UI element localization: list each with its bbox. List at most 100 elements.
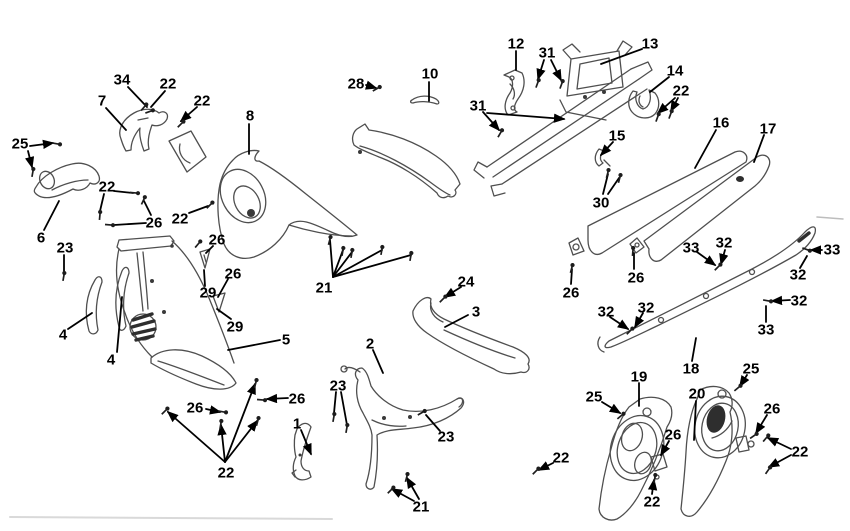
screw-icon <box>129 191 141 196</box>
part-19-sketch <box>598 396 673 521</box>
part-label-22: 22 <box>644 493 661 510</box>
part-4-sketch <box>85 276 103 335</box>
leader-line <box>486 112 566 123</box>
part-label-32: 32 <box>638 299 655 316</box>
screw-icon <box>532 466 541 475</box>
leader-line <box>333 391 337 414</box>
part-label-20: 20 <box>689 385 706 402</box>
screw-icon <box>372 84 382 92</box>
part-label-26: 26 <box>665 426 682 443</box>
part-label-25: 25 <box>743 360 760 377</box>
part-label-32: 32 <box>716 234 733 251</box>
leader-line <box>390 488 415 502</box>
screw-icon <box>439 294 448 303</box>
leader-line <box>599 141 614 157</box>
part-label-26: 26 <box>563 284 580 301</box>
part-label-21: 21 <box>316 279 333 296</box>
part-12-sketch <box>503 69 525 116</box>
leader-line <box>693 400 697 441</box>
part-label-28: 28 <box>348 75 365 92</box>
screw-icon <box>733 383 743 392</box>
part-16-sketch <box>568 150 748 256</box>
leader-line <box>536 59 546 81</box>
part-label-16: 16 <box>713 114 730 131</box>
leader-line <box>143 200 152 216</box>
leader-line <box>127 86 148 108</box>
screw-icon <box>341 245 346 257</box>
plate-sketch <box>168 130 207 173</box>
screw-icon <box>417 408 427 416</box>
screw-icon <box>617 172 623 184</box>
leader-line <box>634 312 645 329</box>
part-sketches <box>9 40 844 521</box>
leader-line <box>406 476 420 500</box>
part-5-sketch <box>115 235 237 390</box>
screw-icon <box>327 234 333 246</box>
part-15-sketch <box>594 148 611 167</box>
screw-icon <box>409 250 414 262</box>
screw-icon <box>217 410 229 415</box>
part-label-19: 19 <box>631 368 648 385</box>
leader-line <box>766 437 792 450</box>
part-label-14: 14 <box>667 62 684 79</box>
leader-line <box>670 97 680 113</box>
leader-line <box>425 414 441 432</box>
leader-line <box>372 349 384 374</box>
part-label-17: 17 <box>760 120 777 137</box>
part-label-22: 22 <box>673 82 690 99</box>
screw-icon <box>668 109 674 119</box>
screw-icon <box>104 223 116 228</box>
leader-line <box>150 90 166 108</box>
leader-line <box>660 440 671 457</box>
leader-line <box>224 419 258 463</box>
part-label-29: 29 <box>200 284 217 301</box>
leader-line <box>444 314 469 328</box>
part-label-21: 21 <box>413 498 430 515</box>
screw-icon <box>255 415 261 427</box>
leader-line <box>753 134 765 163</box>
leader-line <box>166 410 226 463</box>
leader-line <box>300 429 312 456</box>
part-label-8: 8 <box>246 107 254 124</box>
screw-icon <box>256 398 268 403</box>
leader-line <box>694 129 717 169</box>
leader-line <box>216 308 232 320</box>
part-label-33: 33 <box>758 321 775 338</box>
screw-icon <box>535 78 541 88</box>
leader-line <box>607 177 620 195</box>
part-label-22: 22 <box>160 75 177 92</box>
part-label-22: 22 <box>194 92 211 109</box>
part-label-31: 31 <box>470 97 487 114</box>
part-label-7: 7 <box>98 92 106 109</box>
screw-icon <box>177 119 186 128</box>
part-9-sketch <box>351 123 461 199</box>
leader-line <box>179 106 198 123</box>
screw-icon <box>497 128 505 138</box>
screw-icon <box>762 433 771 443</box>
screw-icon <box>253 377 259 389</box>
screw-icon <box>345 422 350 434</box>
screw-icon <box>653 472 658 484</box>
part-2-sketch <box>340 365 465 490</box>
part-6-sketch <box>33 162 101 199</box>
leader-line <box>767 454 792 468</box>
part-label-22: 22 <box>553 449 570 466</box>
leader-line <box>188 205 209 214</box>
screw-icon <box>749 431 759 440</box>
screw-icon <box>802 247 812 253</box>
part-label-2: 2 <box>366 335 374 352</box>
part-label-1: 1 <box>293 415 301 432</box>
screw-icon <box>350 247 355 259</box>
leader-line <box>649 76 670 93</box>
leader-line <box>67 312 93 330</box>
screw-icon <box>145 108 155 114</box>
part-label-4: 4 <box>107 351 116 368</box>
screw-icon <box>626 326 635 335</box>
leader-line <box>696 251 717 266</box>
leader-line <box>799 255 808 269</box>
leader-line <box>205 405 222 415</box>
leader-line <box>755 414 768 435</box>
part-label-29: 29 <box>227 318 244 335</box>
